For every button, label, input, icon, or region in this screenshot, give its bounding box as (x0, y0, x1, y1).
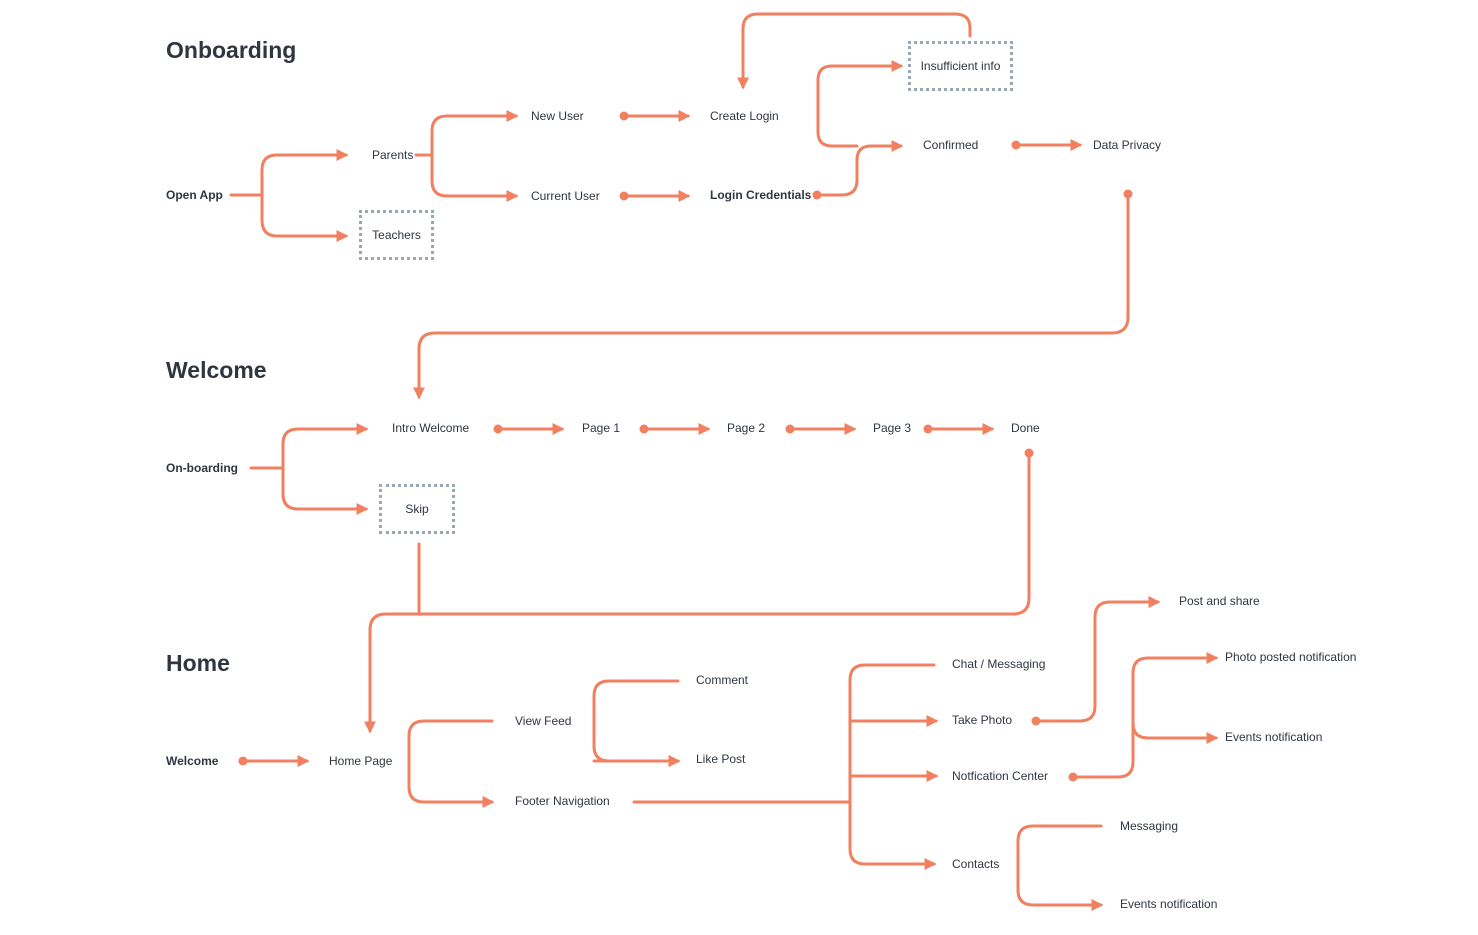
node-data-privacy: Data Privacy (1093, 138, 1162, 152)
node-comment: Comment (696, 673, 749, 687)
node-page-3: Page 3 (873, 421, 912, 435)
node-chat-messaging: Chat / Messaging (952, 657, 1046, 671)
node-contacts: Contacts (952, 857, 1000, 871)
node-teachers: Teachers (359, 210, 434, 260)
node-like-post: Like Post (696, 752, 746, 766)
connector-dot (923, 424, 933, 434)
node-done: Done (1011, 421, 1040, 435)
section-title-home: Home (166, 650, 230, 676)
node-intro-welcome: Intro Welcome (392, 421, 470, 435)
section-title-welcome: Welcome (166, 357, 267, 383)
node-notification-center: Notfication Center (952, 769, 1049, 783)
node-view-feed: View Feed (515, 714, 572, 728)
connector-openapp-parents (260, 149, 349, 197)
connector-takephoto-postshare (1034, 596, 1161, 723)
connector-parents-currentuser (430, 153, 519, 202)
node-messaging: Messaging (1120, 819, 1179, 833)
node-page-1: Page 1 (582, 421, 621, 435)
connector-openapp-teachers (260, 193, 349, 242)
node-photo-posted-notification: Photo posted notification (1225, 650, 1357, 664)
node-on-boarding: On-boarding (166, 461, 238, 475)
node-welcome: Welcome (166, 754, 219, 768)
connector-dot (238, 756, 248, 766)
node-insufficient-info: Insufficient info (908, 41, 1013, 91)
node-events-notification: Events notification (1225, 730, 1323, 744)
connector-viewfeed-comment (592, 679, 681, 767)
node-login-credentials: Login Credentials (710, 188, 812, 202)
node-new-user: New User (531, 109, 584, 123)
connector-notification-events (1131, 721, 1219, 744)
section-title-onboarding: Onboarding (166, 37, 297, 63)
connector-notification-split (1071, 652, 1219, 779)
node-skip: Skip (379, 484, 455, 534)
node-events-notification-contacts: Events notification (1120, 897, 1218, 911)
connector-dot (812, 190, 822, 200)
node-create-login: Create Login (710, 109, 779, 123)
node-current-user: Current User (531, 189, 600, 203)
node-confirmed: Confirmed (923, 138, 979, 152)
connector-dot (493, 424, 503, 434)
node-open-app: Open App (166, 188, 223, 202)
connector-dot (619, 191, 629, 201)
connector-dot (1024, 448, 1034, 458)
node-take-photo: Take Photo (952, 713, 1013, 727)
connector-dot (619, 111, 629, 121)
connector-insufficient-createlogin (737, 12, 972, 90)
node-post-and-share: Post and share (1179, 594, 1260, 608)
connector-done-homepage (364, 451, 1031, 734)
connector-parents-newuser (430, 110, 519, 157)
node-footer-navigation: Footer Navigation (515, 794, 610, 808)
connector-onboarding-skip (281, 466, 369, 515)
connector-onboarding-introwelcome (281, 423, 369, 470)
connector-dot (1031, 716, 1041, 726)
node-home-page: Home Page (329, 754, 393, 768)
node-parents: Parents (372, 148, 414, 162)
connector-homepage-viewfeed (407, 719, 495, 808)
connector-dot (1068, 772, 1078, 782)
connector-dot (639, 424, 649, 434)
connector-logincredentials-merge (815, 140, 904, 197)
connector-footer-chat (848, 663, 937, 870)
connector-contacts-split (1016, 824, 1104, 911)
node-page-2: Page 2 (727, 421, 766, 435)
connector-dataprivacy-introwelcome (413, 192, 1130, 400)
connector-dot (1123, 189, 1133, 199)
connector-dot (1011, 140, 1021, 150)
connector-dot (785, 424, 795, 434)
connector-merge-insufficient (816, 60, 904, 148)
